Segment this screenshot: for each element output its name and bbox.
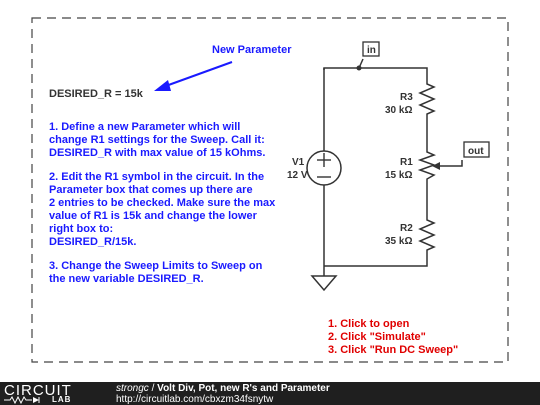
v1-name: V1 — [292, 157, 305, 168]
r3-name: R3 — [400, 92, 413, 103]
instruction-open[interactable]: 1. Click to open — [328, 318, 410, 330]
r2-resistor[interactable] — [418, 216, 436, 253]
logo-text-circuit: CIRCUIT — [4, 382, 72, 399]
footer-title-line: strongc / Volt Div, Pot, new R's and Par… — [116, 383, 330, 394]
step2-line-4: value of R1 is 15k and change the lower — [49, 210, 258, 222]
instruction-simulate[interactable]: 2. Click "Simulate" — [328, 331, 426, 343]
footer-title[interactable]: Volt Div, Pot, new R's and Parameter — [157, 383, 330, 394]
ground-symbol — [310, 275, 338, 292]
r2-name: R2 — [400, 223, 413, 234]
r1-name: R1 — [400, 157, 413, 168]
desired-r-label: DESIRED_R = 15k — [49, 88, 144, 100]
logo-wave-icon — [4, 395, 40, 404]
logo-text-lab: LAB — [52, 395, 72, 404]
new-parameter-arrow-head — [154, 80, 171, 91]
r2-value: 35 kΩ — [385, 236, 412, 247]
footer-user[interactable]: strongc — [116, 383, 149, 394]
new-parameter-label: New Parameter — [212, 44, 292, 56]
in-node[interactable]: in — [356, 41, 380, 71]
step3-line-1: 3. Change the Sweep Limits to Sweep on — [49, 260, 263, 272]
instruction-run-dc-sweep[interactable]: 3. Click "Run DC Sweep" — [328, 344, 458, 356]
out-node[interactable]: out — [463, 141, 490, 158]
schematic-canvas: New Parameter DESIRED_R = 15k 1. Define … — [31, 17, 509, 363]
r3-value: 30 kΩ — [385, 105, 412, 116]
step1-line-1: 1. Define a new Parameter which will — [49, 121, 240, 133]
step1-line-2: change R1 settings for the Sweep. Call i… — [49, 134, 265, 146]
step2-line-3: 2 entries to be checked. Make sure the m… — [49, 197, 276, 209]
dashed-border — [31, 17, 509, 363]
r1-value: 15 kΩ — [385, 170, 412, 181]
out-label: out — [468, 146, 484, 157]
circuit-wires — [323, 58, 463, 276]
circuitlab-logo[interactable]: CIRCUIT LAB — [4, 382, 100, 404]
footer-url[interactable]: http://circuitlab.com/cbxzm34fsnytw — [116, 394, 274, 405]
r1-potentiometer[interactable] — [417, 148, 437, 184]
step2-line-5: right box to: — [49, 223, 113, 235]
v1-value: 12 V — [287, 170, 308, 181]
step1-line-3: DESIRED_R with max value of 15 kOhms. — [49, 147, 265, 159]
new-parameter-arrow-line — [162, 61, 233, 88]
in-label: in — [367, 45, 376, 56]
step2-line-6: DESIRED_R/15k. — [49, 236, 136, 248]
r1-wiper-arrow — [432, 162, 440, 170]
step2-line-2: Parameter box that comes up there are — [49, 184, 253, 196]
v1-source[interactable] — [306, 150, 342, 186]
step3-line-2: the new variable DESIRED_R. — [49, 273, 204, 285]
footer-bar: CIRCUIT LAB strongc / Volt Div, Pot, new… — [0, 382, 540, 405]
step2-line-1: 2. Edit the R1 symbol in the circuit. In… — [49, 171, 264, 183]
r3-resistor[interactable] — [418, 80, 436, 117]
footer-separator: / — [148, 383, 158, 394]
